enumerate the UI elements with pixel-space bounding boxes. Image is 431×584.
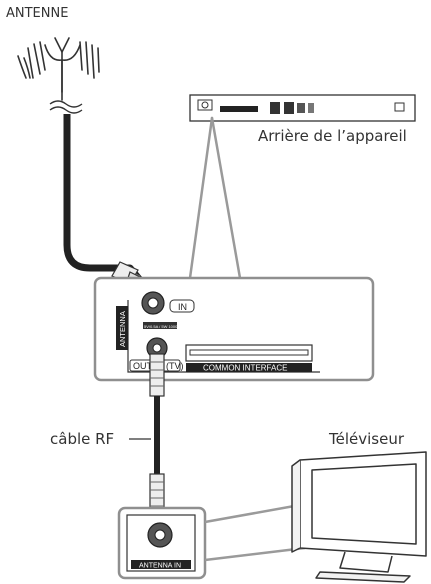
tv-icon <box>291 451 427 583</box>
tv-zoom-lines <box>204 503 306 562</box>
common-interface-label: COMMON INTERFACE <box>203 364 287 373</box>
device-rear <box>189 94 416 122</box>
rear-panel-zoom: ANTENNA IN 5V/0.5A / 5W 1000A OUT (TV) C… <box>93 276 375 382</box>
tv-antenna-in-label: ANTENNA IN <box>139 563 181 570</box>
out-port-label: OUT <box>133 361 153 371</box>
zoom-lines <box>188 116 242 280</box>
tv-antenna-panel: ANTENNA IN <box>117 506 207 580</box>
power-spec-label: 5V/0.5A / 5W 1000A <box>144 324 180 329</box>
tv-label: Téléviseur <box>329 430 404 448</box>
in-port-label: IN <box>178 302 187 312</box>
tv-suffix-label: (TV) <box>166 361 184 371</box>
antenna-cable <box>63 114 153 295</box>
rear-of-device-label: Arrière de l’appareil <box>258 127 407 145</box>
antenna-icon <box>17 37 100 101</box>
rf-cable-label: câble RF <box>50 430 115 448</box>
antenna-label: ANTENNE <box>6 6 69 21</box>
antenna-vertical-label: ANTENNA <box>118 311 127 347</box>
rf-cable <box>149 353 165 517</box>
cable-break <box>49 100 83 114</box>
